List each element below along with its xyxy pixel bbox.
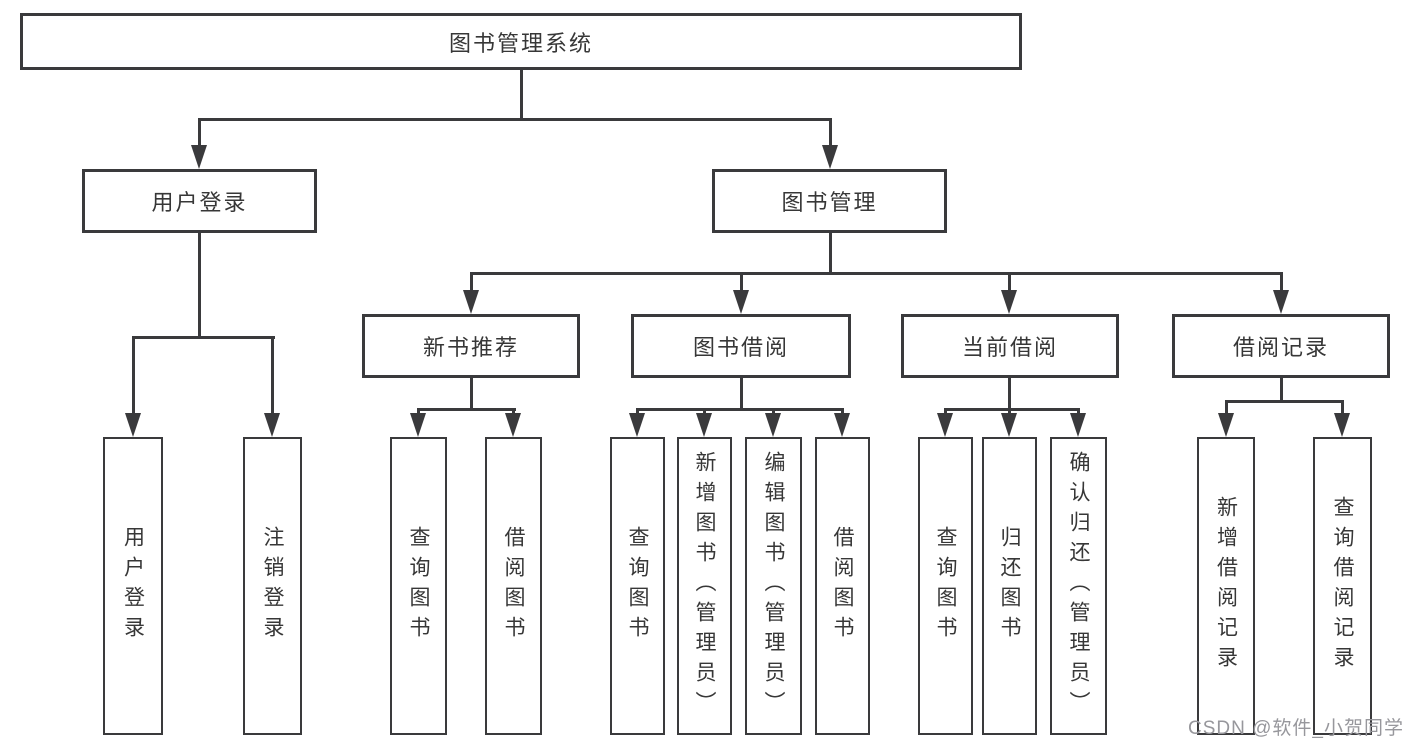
- node-leaf-query-borrow-record-label: 查询借阅记录: [1331, 496, 1354, 676]
- node-user-login: 用户登录: [82, 169, 317, 233]
- arrowhead-icon: [191, 145, 207, 169]
- node-leaf-return-books: 归还图书: [982, 437, 1037, 735]
- connector-line: [829, 120, 832, 146]
- node-leaf-add-books-admin: 新增图书（管理员）: [677, 437, 732, 735]
- connector-line: [944, 408, 1080, 411]
- node-current-borrow-label: 当前借阅: [961, 335, 1058, 360]
- node-leaf-current-query-books-label: 查询图书: [934, 526, 957, 646]
- node-new-book-recommend: 新书推荐: [362, 314, 580, 378]
- node-leaf-recommend-query-books: 查询图书: [390, 437, 447, 735]
- node-leaf-add-books-admin-label: 新增图书（管理员）: [693, 451, 716, 721]
- connector-line: [132, 338, 135, 414]
- node-leaf-edit-books-admin: 编辑图书（管理员）: [745, 437, 802, 735]
- node-leaf-confirm-return-admin-label: 确认归还（管理员）: [1067, 451, 1090, 721]
- arrowhead-icon: [264, 413, 280, 437]
- arrowhead-icon: [1273, 290, 1289, 314]
- arrowhead-icon: [1001, 290, 1017, 314]
- node-new-book-recommend-label: 新书推荐: [422, 335, 519, 360]
- connector-line: [417, 408, 516, 411]
- node-current-borrow: 当前借阅: [901, 314, 1119, 378]
- arrowhead-icon: [733, 290, 749, 314]
- connector-line: [198, 120, 201, 146]
- arrowhead-icon: [834, 413, 850, 437]
- watermark: CSDN @软件_小贺同学: [1188, 718, 1404, 739]
- connector-line: [829, 233, 832, 273]
- node-book-borrow: 图书借阅: [631, 314, 851, 378]
- node-root: 图书管理系统: [20, 13, 1022, 70]
- node-leaf-logout: 注销登录: [243, 437, 302, 735]
- arrowhead-icon: [1218, 413, 1234, 437]
- node-leaf-current-query-books: 查询图书: [918, 437, 973, 735]
- node-leaf-query-borrow-record: 查询借阅记录: [1313, 437, 1372, 735]
- node-leaf-add-borrow-record-label: 新增借阅记录: [1214, 496, 1238, 676]
- connector-line: [198, 233, 201, 336]
- node-leaf-user-login: 用户登录: [103, 437, 163, 735]
- node-leaf-add-borrow-record: 新增借阅记录: [1197, 437, 1255, 735]
- connector-line: [1280, 274, 1283, 291]
- arrowhead-icon: [696, 413, 712, 437]
- connector-line: [470, 378, 473, 408]
- arrowhead-icon: [629, 413, 645, 437]
- node-leaf-recommend-borrow-books-label: 借阅图书: [502, 526, 525, 646]
- node-book-management-label: 图书管理: [781, 190, 878, 215]
- connector-line: [520, 70, 523, 118]
- connector-line: [1008, 378, 1011, 408]
- node-leaf-logout-label: 注销登录: [261, 526, 284, 646]
- connector-line: [1225, 400, 1344, 403]
- arrowhead-icon: [937, 413, 953, 437]
- connector-line: [1341, 402, 1344, 414]
- node-borrow-records: 借阅记录: [1172, 314, 1390, 378]
- arrowhead-icon: [765, 413, 781, 437]
- node-root-label: 图书管理系统: [448, 30, 593, 56]
- node-leaf-recommend-query-books-label: 查询图书: [407, 526, 430, 646]
- connector-line: [740, 378, 743, 408]
- arrowhead-icon: [505, 413, 521, 437]
- connector-line: [470, 274, 473, 291]
- node-leaf-borrow-query-books-label: 查询图书: [626, 526, 649, 646]
- node-leaf-return-books-label: 归还图书: [998, 526, 1021, 646]
- connector-line: [636, 408, 844, 411]
- node-leaf-borrow-query-books: 查询图书: [610, 437, 665, 735]
- node-book-management: 图书管理: [712, 169, 947, 233]
- arrowhead-icon: [1070, 413, 1086, 437]
- arrowhead-icon: [1001, 413, 1017, 437]
- connector-line: [132, 336, 275, 339]
- arrowhead-icon: [125, 413, 141, 437]
- connector-line: [740, 274, 743, 291]
- connector-line: [470, 272, 1283, 275]
- arrowhead-icon: [1334, 413, 1350, 437]
- node-leaf-recommend-borrow-books: 借阅图书: [485, 437, 542, 735]
- node-leaf-user-login-label: 用户登录: [121, 526, 145, 646]
- arrowhead-icon: [463, 290, 479, 314]
- node-leaf-borrow-books: 借阅图书: [815, 437, 870, 735]
- arrowhead-icon: [822, 145, 838, 169]
- node-leaf-borrow-books-label: 借阅图书: [831, 526, 854, 646]
- node-leaf-confirm-return-admin: 确认归还（管理员）: [1050, 437, 1107, 735]
- connector-line: [1008, 274, 1011, 291]
- connector-line: [1225, 402, 1228, 414]
- node-leaf-edit-books-admin-label: 编辑图书（管理员）: [762, 451, 785, 721]
- arrowhead-icon: [410, 413, 426, 437]
- node-book-borrow-label: 图书借阅: [692, 335, 789, 360]
- node-user-login-label: 用户登录: [151, 190, 248, 215]
- node-borrow-records-label: 借阅记录: [1232, 335, 1329, 360]
- connector-line: [198, 118, 832, 121]
- connector-line: [271, 338, 274, 414]
- connector-line: [1280, 378, 1283, 401]
